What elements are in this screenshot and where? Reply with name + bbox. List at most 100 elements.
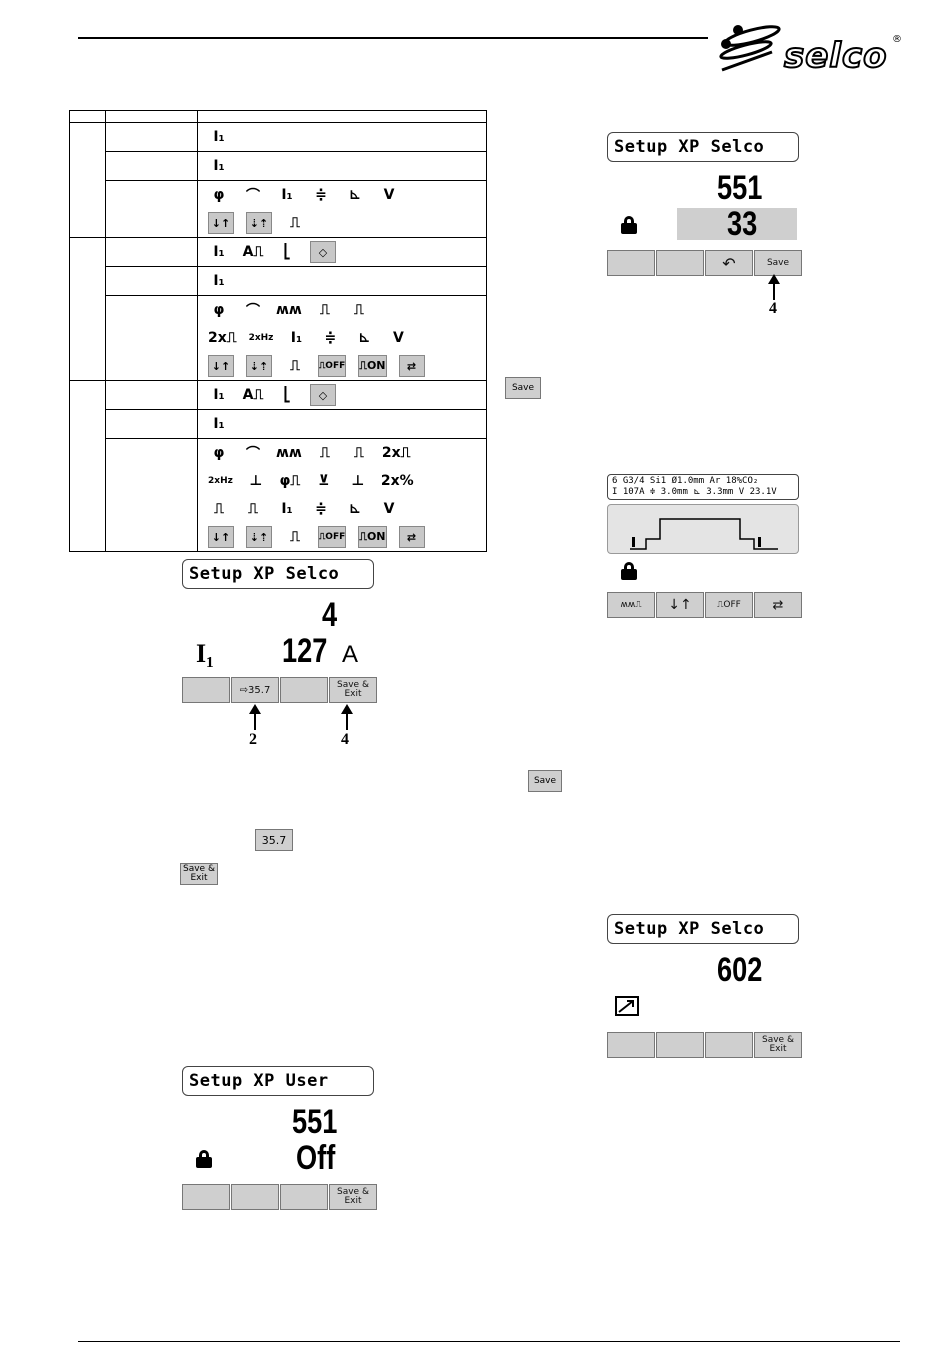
function-symbol-icon: ⎍OFF [318,355,347,377]
weld-cycle-waveform [630,518,778,550]
softkey-1[interactable] [607,250,655,276]
lcd-title: Setup XP Selco [182,559,374,589]
table-group-cell [69,380,106,552]
table-group-cell [69,237,106,381]
lcd-setup-602: Setup XP Selco 602 Save & Exit [607,914,802,1058]
table-label-cell [105,295,198,381]
function-symbol-icon: ⊻ [318,473,330,489]
softkey-2[interactable]: ↓↑ [656,592,704,618]
function-symbol-icon: ⎍ON [358,355,387,377]
function-symbol-icon: ⌒ [246,446,260,462]
table-icon-cell: φ⌒ʍʍ⎍⎍2x⎍2xHz⊥φ⎍⊻⊥2x%⎍⎍I₁≑⊾V↓↑⇣⇡⎍⎍OFF⎍ON… [197,438,487,552]
table-row: I₁ [69,122,487,238]
header-rule [78,37,708,39]
function-symbol-icon: φ [213,445,225,461]
lcd-value: Off [296,1139,336,1177]
table-row: φ⌒I₁≑⊾V↓↑⇣⇡⎍ [70,180,487,238]
lcd-program-info: 6 G3/4 Si1 Ø1.0mm Ar 18%CO₂ I 107A ≑ 3.0… [607,474,799,500]
function-symbol-icon: I₁ [213,416,225,432]
function-symbol-icon: ◇ [310,241,336,263]
function-symbol-icon: A⎍ [242,244,264,260]
softkey-bar: ⇨35.7 Save & Exit [182,677,378,703]
lcd-setup-551-lock: Setup XP Selco 551 33 ↶ Save [607,132,802,276]
callout-number: 4 [341,731,349,748]
softkey-bar: Save & Exit [607,1032,803,1058]
selco-swoosh-icon [719,25,781,72]
function-symbol-icon: 2x⎍ [208,330,237,346]
table-row: I₁ [70,151,487,181]
softkey-3[interactable] [280,1184,328,1210]
icon-row: φ⌒ʍʍ⎍⎍ [198,296,486,324]
table-label-cell [105,180,198,238]
lcd-title: Setup XP Selco [607,132,799,162]
selco-logo: selco ® [712,22,902,77]
function-symbol-icon: φ [213,302,225,318]
lcd-unit: A [342,641,359,668]
function-symbol-icon: I₁ [281,187,293,203]
function-symbol-icon: 2xHz [208,476,233,486]
softkey-3[interactable] [705,1032,753,1058]
softkey-save-exit[interactable]: Save & Exit [329,677,377,703]
lcd-value-box [677,208,797,240]
function-symbol-icon: ⊥ [351,473,365,489]
softkey-save-exit[interactable]: Save & Exit [329,1184,377,1210]
icon-row: I₁ A⎍ ⎣ ◇ [198,238,486,266]
function-symbol-icon: ↓↑ [208,355,234,377]
icon-row: ↓↑⇣⇡⎍⎍OFF⎍ON⇄ [198,523,486,551]
function-symbol-icon: ⊥ [249,473,263,489]
inline-save-key: Save [505,377,541,399]
softkey-2[interactable] [231,1184,279,1210]
softkey-value[interactable]: ⇨35.7 [231,677,279,703]
function-symbol-icon: ⌒ [246,188,260,204]
table-icon-cell: I₁ [197,409,487,439]
function-symbol-icon: ⎍ [290,529,300,545]
softkey-2[interactable] [656,250,704,276]
table-label-cell [105,151,198,181]
callout-number: 4 [769,300,777,317]
table-group-cell [69,122,106,238]
table-label-cell [105,438,198,552]
icon-row: 2xHz⊥φ⎍⊻⊥2x% [198,467,486,495]
softkey-1[interactable] [182,677,230,703]
softkey-2[interactable] [656,1032,704,1058]
lock-icon [621,216,637,234]
weld-cycle-graph [607,504,799,554]
lcd-title: Setup XP Selco [607,914,799,944]
table-icon-cell: I₁ [197,266,487,296]
function-symbol-icon: ⎍ [353,445,364,461]
icon-row: ↓↑⇣⇡⎍⎍OFF⎍ON⇄ [198,352,486,380]
function-symbol-icon: ⎣ [283,244,291,260]
icon-row: I₁ [198,410,486,438]
function-symbol-icon: φ [213,187,225,203]
table-icon-cell: I₁ [197,151,487,181]
softkey-3[interactable]: ⎍OFF [705,592,753,618]
slope-icon [615,996,639,1016]
lcd-parameter-number: 551 [292,1103,338,1141]
lcd-setup-current: Setup XP Selco 4 I₁ 127 A ⇨35.7 Save & E… [182,559,377,703]
softkey-back[interactable]: ↶ [705,250,753,276]
softkey-save-exit[interactable]: Save & Exit [754,1032,802,1058]
function-symbol-icon: I₁ [213,387,225,403]
softkey-save[interactable]: Save [754,250,802,276]
table-row: I₁ A⎍ ⎣ ◇ [69,237,487,381]
function-symbol-icon: V [383,501,395,517]
softkey-3[interactable] [280,677,328,703]
softkey-1[interactable] [182,1184,230,1210]
function-symbol-icon: I₁ [213,158,225,174]
function-symbol-icon: ⎍ [353,302,364,318]
softkey-bar: Save & Exit [182,1184,378,1210]
function-symbol-icon: I₁ [213,244,225,260]
brand-reg: ® [892,34,902,45]
icon-row: φ⌒I₁≑⊾V [198,181,486,209]
table-icon-cell: I₁ [197,122,487,152]
table-row: I₁ [70,409,487,439]
softkey-bar: ʍʍ⎍ ↓↑ ⎍OFF ⇄ [607,592,803,618]
table-row: φ⌒ʍʍ⎍⎍2x⎍2xHz⊥φ⎍⊻⊥2x%⎍⎍I₁≑⊾V↓↑⇣⇡⎍⎍OFF⎍ON… [70,438,487,552]
function-symbol-icon: ≑ [315,187,327,203]
lcd-parameter-number: 602 [717,951,763,989]
function-symbol-icon: ⇣⇡ [246,355,272,377]
softkey-1[interactable] [607,1032,655,1058]
softkey-4[interactable]: ⇄ [754,592,802,618]
softkey-1[interactable]: ʍʍ⎍ [607,592,655,618]
